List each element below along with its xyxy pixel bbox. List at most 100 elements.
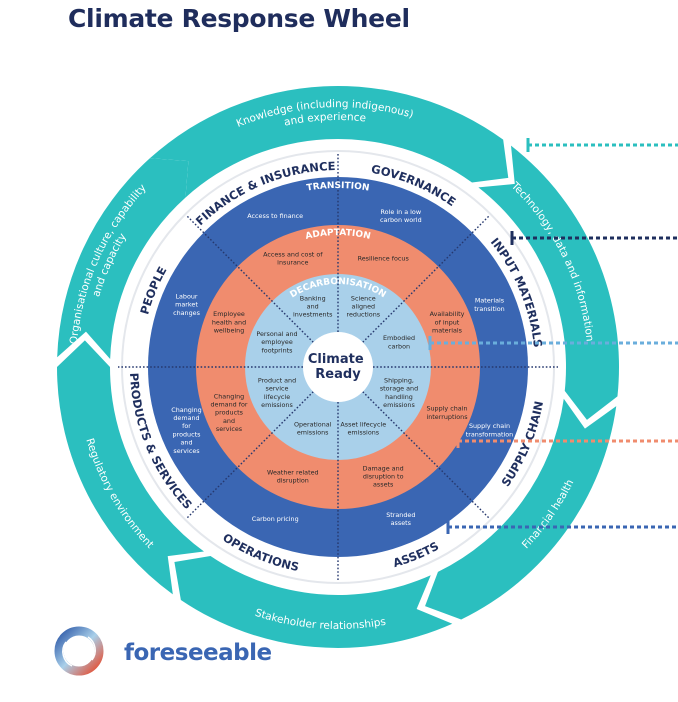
decarbonisation-item-line: service (266, 385, 289, 393)
decarbonisation-item-line: Science (351, 294, 376, 302)
decarbonisation-item-line: emissions (383, 401, 415, 409)
decarbonisation-item-line: Operational (294, 420, 332, 428)
decarbonisation-item-line: lifecycle (264, 393, 290, 401)
transition-item-line: Materials (475, 297, 505, 305)
outer-segment-5 (57, 158, 189, 360)
center-label-line: Climate (308, 352, 364, 367)
sector-divider (362, 391, 490, 519)
adaptation-item-line: products (215, 409, 244, 417)
decarbonisation-item-line: reductions (346, 311, 380, 319)
decarbonisation-item-line: Asset lifecycle (340, 420, 386, 428)
adaptation-item-line: Weather related (267, 468, 319, 476)
adaptation-item-line: services (216, 425, 243, 433)
adaptation-item-line: wellbeing (214, 327, 245, 335)
adaptation-item-line: disruption to (363, 473, 404, 481)
outer-segment-2 (425, 398, 617, 620)
decarbonisation-item-line: handling (385, 393, 413, 401)
transition-item-line: assets (391, 519, 412, 527)
transition-item-line: products (173, 430, 202, 438)
adaptation-item-line: Access and cost of (263, 250, 323, 258)
decarbonisation-item-line: emissions (297, 429, 329, 437)
adaptation-item-line: materials (432, 327, 463, 335)
adaptation-item-line: interruptions (426, 413, 468, 421)
adaptation-item-line: insurance (277, 259, 308, 267)
decarbonisation-item-line: Banking (300, 294, 326, 302)
ring-label-transition-path: TRANSITION (306, 181, 370, 194)
decarbonisation-item-line: footprints (262, 346, 294, 354)
transition-item-line: transformation (466, 430, 514, 438)
transition-item-line: market (175, 301, 198, 309)
center-label: Climate Ready (308, 352, 368, 382)
transition-item-line: carbon world (380, 216, 422, 224)
transition-item: Carbon pricing (252, 515, 299, 523)
sector-divider (186, 215, 314, 343)
transition-item-line: changes (173, 309, 201, 317)
decarbonisation-item-line: aligned (352, 303, 376, 311)
decarbonisation-item-line: emissions (261, 401, 293, 409)
decarbonisation-item-line: storage and (380, 385, 418, 393)
outer-segment-3 (174, 556, 453, 649)
adaptation-item-line: Supply chain (426, 405, 467, 413)
decarbonisation-item-line: and (307, 303, 319, 311)
ring-label-transition: TRANSITION (306, 181, 370, 194)
transition-item-line: Access to finance (247, 212, 303, 220)
decarbonisation-item-line: employee (261, 338, 293, 346)
ring-label-adaptation: ADAPTATION (305, 228, 372, 242)
decarbonisation-item-line: Embodied (383, 334, 415, 342)
transition-item-line: transition (474, 305, 504, 313)
decarbonisation-item-line: emissions (347, 429, 379, 437)
decarbonisation-item-line: Personal and (256, 330, 297, 338)
outer-segment-4 (57, 340, 204, 595)
transition-item-line: demand (173, 414, 199, 422)
center-label-line: Ready (315, 367, 361, 382)
sector-dividers (118, 153, 558, 581)
transition-item-line: Changing (171, 406, 201, 414)
adaptation-item-line: health and (212, 318, 246, 326)
decarbonisation-item-line: Shipping, (384, 377, 414, 385)
sector-divider (186, 391, 314, 519)
adaptation-item-line: Damage and (363, 464, 404, 472)
outer-segment-0 (149, 86, 509, 198)
adaptation-item-line: Changing (214, 392, 244, 400)
transition-item-line: Role in a low (381, 208, 422, 216)
adaptation-item-line: of input (435, 318, 460, 326)
decarbonisation-item-line: carbon (388, 342, 410, 350)
adaptation-item-line: Availability (430, 310, 465, 318)
transition-item-line: and (180, 439, 192, 447)
transition-item-line: services (173, 447, 200, 455)
page-title: Climate Response Wheel (68, 4, 410, 33)
sector-divider (362, 215, 490, 343)
adaptation-item: Resilience focus (358, 255, 410, 263)
adaptation-item-line: disruption (277, 477, 309, 485)
transition-item-line: Carbon pricing (252, 515, 299, 523)
foreseeable-logo-icon (54, 626, 104, 676)
ring-label-adaptation-path: ADAPTATION (305, 228, 372, 242)
adaptation-item-line: demand for (210, 401, 247, 409)
outer-segment-1 (478, 145, 619, 420)
adaptation-item-line: assets (373, 481, 394, 489)
adaptation-item-line: Employee (213, 310, 245, 318)
transition-item-line: Labour (175, 293, 197, 301)
adaptation-item-line: Resilience focus (358, 255, 410, 263)
